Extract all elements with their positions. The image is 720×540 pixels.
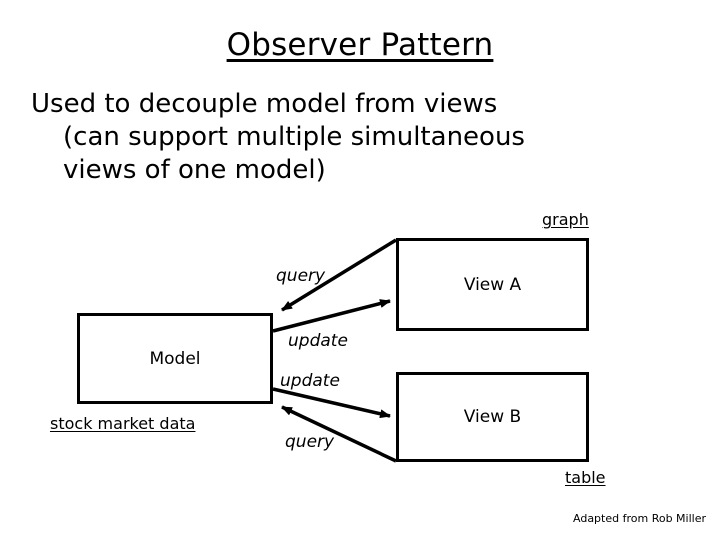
arrow-query-view-b-to-model (281, 405, 397, 463)
caption-graph: graph (542, 210, 589, 229)
body-text-block: Used to decouple model from views (can s… (31, 88, 671, 187)
box-view-b-label: View B (463, 407, 522, 427)
box-view-a[interactable]: View A (396, 238, 589, 331)
footer-attribution: Adapted from Rob Miller (573, 512, 706, 525)
box-view-b[interactable]: View B (396, 372, 589, 462)
box-model-label: Model (149, 348, 201, 369)
arrow-label-update-top: update (288, 331, 348, 351)
arrow-label-query-top: query (276, 266, 326, 286)
page-title: Observer Pattern (226, 27, 494, 63)
arrow-label-query-bottom: query (285, 432, 335, 452)
caption-stock-market-data: stock market data (50, 414, 196, 433)
arrow-label-update-bottom: update (280, 371, 340, 391)
box-view-a-label: View A (463, 274, 522, 295)
arrow-query-view-a-to-model (281, 238, 397, 312)
arrow-update-model-to-view-a (272, 299, 391, 333)
body-line-3: views of one model) (63, 155, 326, 185)
caption-table: table (565, 468, 606, 487)
box-model[interactable]: Model (77, 313, 273, 404)
body-line-1: Used to decouple model from views (31, 89, 498, 119)
arrow-update-model-to-view-b (272, 387, 391, 419)
body-line-2: (can support multiple simultaneous (63, 122, 525, 152)
